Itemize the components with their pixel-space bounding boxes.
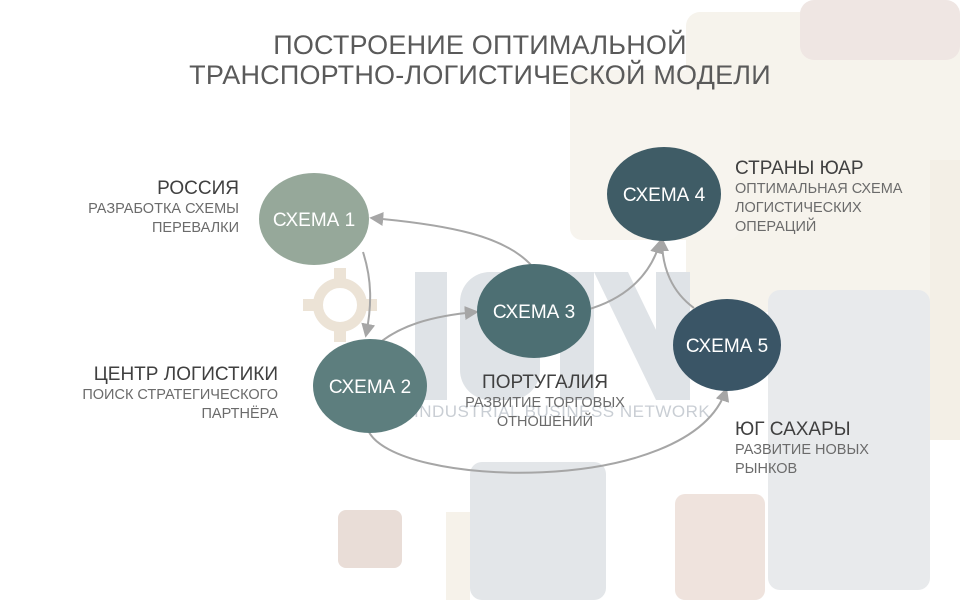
label-south-africa-sub-2: ЛОГИСТИЧЕСКИХ xyxy=(735,200,862,216)
label-south-sahara-sub-2: РЫНКОВ xyxy=(735,461,798,477)
node-s2: СХЕМА 2 xyxy=(313,339,427,433)
label-logistics-center: ЦЕНТР ЛОГИСТИКИ ПОИСК СТРАТЕГИЧЕСКОГО ПА… xyxy=(82,364,278,424)
node-s3: СХЕМА 3 xyxy=(477,264,591,358)
page-title-line-2: ТРАНСПОРТНО-ЛОГИСТИЧЕСКОЙ МОДЕЛИ xyxy=(189,60,771,90)
label-portugal-sub-1: РАЗВИТИЕ ТОРГОВЫХ xyxy=(465,395,625,411)
node-s3-label: СХЕМА 3 xyxy=(493,302,575,323)
node-s2-circle xyxy=(313,339,427,433)
bg-square-right-edge xyxy=(930,160,960,440)
label-portugal-head: ПОРТУГАЛИЯ xyxy=(482,372,608,393)
edge-s2-s5 xyxy=(367,387,730,474)
label-russia-head: РОССИЯ xyxy=(157,178,239,199)
label-south-sahara-sub-1: РАЗВИТИЕ НОВЫХ xyxy=(735,442,869,458)
page-title-line-1: ПОСТРОЕНИЕ ОПТИМАЛЬНОЙ xyxy=(273,30,687,60)
edge-s1-s2 xyxy=(361,251,376,338)
edge-s3-s4 xyxy=(585,239,664,311)
label-south-africa-sub-1: ОПТИМАЛЬНАЯ СХЕМА xyxy=(735,181,903,197)
edge-s2-s3 xyxy=(377,305,479,345)
label-logistics-center-sub-2: ПАРТНЁРА xyxy=(201,406,279,422)
watermark-text: INDUSTRIAL BUSINESS NETWORK xyxy=(414,402,711,421)
node-s1-label: СХЕМА 1 xyxy=(273,210,355,231)
node-s5-circle xyxy=(673,299,781,391)
edge-s5-s4 xyxy=(655,237,695,309)
label-portugal: ПОРТУГАЛИЯ РАЗВИТИЕ ТОРГОВЫХ ОТНОШЕНИЙ xyxy=(460,372,630,432)
label-south-africa: СТРАНЫ ЮАР ОПТИМАЛЬНАЯ СХЕМА ЛОГИСТИЧЕСК… xyxy=(735,158,902,237)
label-russia: РОССИЯ РАЗРАБОТКА СХЕМЫ ПЕРЕВАЛКИ xyxy=(88,178,239,238)
label-south-africa-sub-3: ОПЕРАЦИЙ xyxy=(735,219,817,235)
label-russia-sub-1: РАЗРАБОТКА СХЕМЫ xyxy=(88,201,239,217)
node-s3-circle xyxy=(477,264,591,358)
node-s4-label: СХЕМА 4 xyxy=(623,185,706,206)
label-portugal-sub-2: ОТНОШЕНИЙ xyxy=(496,414,594,430)
node-s1-circle xyxy=(259,173,369,265)
edge-s3-s1 xyxy=(369,212,533,267)
bg-square-top-right-tint xyxy=(800,0,960,60)
bg-square-bottom-left-2 xyxy=(446,512,470,600)
node-s5-label: СХЕМА 5 xyxy=(686,336,768,357)
node-s5: СХЕМА 5 xyxy=(673,299,781,391)
label-south-sahara: ЮГ САХАРЫ РАЗВИТИЕ НОВЫХ РЫНКОВ xyxy=(735,419,869,479)
label-south-sahara-head: ЮГ САХАРЫ xyxy=(735,419,851,440)
node-s1: СХЕМА 1 xyxy=(259,173,369,265)
label-south-africa-head: СТРАНЫ ЮАР xyxy=(735,158,864,179)
label-russia-sub-2: ПЕРЕВАЛКИ xyxy=(152,220,239,236)
bg-square-bottom-tan xyxy=(675,494,765,600)
bg-square-bottom-center xyxy=(470,462,606,600)
bg-square-gray-right xyxy=(768,290,930,590)
label-logistics-center-sub-1: ПОИСК СТРАТЕГИЧЕСКОГО xyxy=(82,387,278,403)
bg-square-bottom-left xyxy=(338,510,402,568)
node-s2-label: СХЕМА 2 xyxy=(329,377,411,398)
label-logistics-center-head: ЦЕНТР ЛОГИСТИКИ xyxy=(93,364,278,385)
page-title: ПОСТРОЕНИЕ ОПТИМАЛЬНОЙ ТРАНСПОРТНО-ЛОГИС… xyxy=(120,30,840,90)
node-s4: СХЕМА 4 xyxy=(607,147,721,241)
node-s4-circle xyxy=(607,147,721,241)
